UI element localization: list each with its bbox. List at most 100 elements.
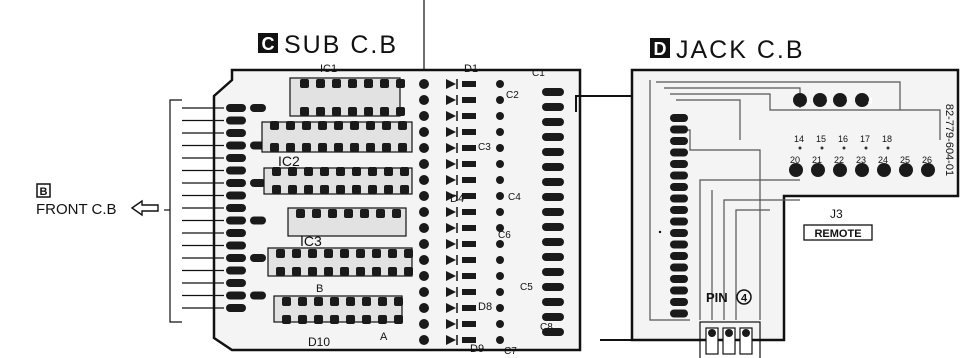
ic-pin	[404, 249, 413, 258]
pad-number-upper: 4	[868, 96, 873, 106]
jack-pad	[670, 240, 688, 249]
pad-number-top: 17	[860, 134, 870, 144]
via-pad	[496, 144, 504, 152]
pad-number-upper: 3	[846, 96, 851, 106]
jack-pad	[670, 286, 688, 295]
ic-pin	[396, 79, 405, 88]
diode-symbol	[446, 191, 456, 201]
jack-pad	[670, 206, 688, 214]
q-label: B	[316, 283, 323, 295]
via-pad	[496, 240, 504, 248]
output-pad	[542, 118, 564, 126]
via-pad	[419, 79, 429, 89]
ic-pin	[334, 121, 343, 130]
via-pad	[419, 239, 429, 249]
resistor-pad	[462, 273, 476, 279]
ic-pin	[376, 209, 385, 218]
ic-pin	[388, 249, 397, 258]
ic-pin	[364, 79, 373, 88]
pad-number-top: 18	[882, 134, 892, 144]
ic-pin	[282, 297, 291, 306]
resistor-pad	[462, 225, 476, 231]
remote-box	[803, 224, 873, 241]
ic-pin	[324, 267, 333, 276]
ic-pin	[282, 315, 291, 324]
output-pad	[542, 133, 564, 141]
output-pad	[542, 223, 564, 231]
diode-symbol	[446, 335, 456, 345]
diode-symbol	[446, 111, 456, 121]
ic-pin	[318, 143, 327, 152]
ic-pin	[332, 107, 341, 116]
output-pad	[542, 193, 564, 201]
via-pad	[496, 256, 504, 264]
via-pad	[496, 160, 504, 168]
diode-column	[419, 79, 504, 345]
ic-pin	[356, 267, 365, 276]
jack-board-pad-grid	[789, 93, 935, 177]
sub-board-title: C SUB C.B	[258, 31, 398, 59]
via-pad	[419, 271, 429, 281]
ic-pin	[380, 107, 389, 116]
pad-number-bottom: 24	[878, 155, 888, 165]
resistor-pad	[462, 177, 476, 183]
pad-number-bottom: 20	[790, 155, 800, 165]
ic-pin	[314, 297, 323, 306]
ic-pin	[332, 79, 341, 88]
jack-pad	[670, 309, 688, 318]
ic-pin	[300, 79, 309, 88]
edge-pad	[226, 254, 246, 262]
via-pad	[419, 111, 429, 121]
ic-pin	[304, 167, 313, 176]
jack-grid-pad	[877, 163, 891, 177]
output-pad	[542, 238, 564, 246]
edge-pad	[226, 216, 246, 225]
d8-label: D8	[478, 301, 492, 313]
edge-pad	[226, 291, 246, 300]
via-pad	[496, 192, 504, 200]
via-pad	[419, 175, 429, 185]
ic-pin	[382, 143, 391, 152]
c8-label: C8	[540, 322, 553, 333]
small-a-label: A	[380, 331, 388, 343]
pad-number-upper: 1	[806, 96, 811, 106]
output-pad	[542, 313, 564, 321]
diode-symbol	[446, 175, 456, 185]
ic-pin	[362, 297, 371, 306]
via-pad	[419, 95, 429, 105]
diode-symbol	[446, 319, 456, 329]
sub-board-name: SUB C.B	[284, 31, 398, 59]
edge-pad	[226, 141, 246, 150]
ic-pin	[360, 209, 369, 218]
jack-board-letter: D	[654, 39, 667, 59]
ic-pin	[350, 121, 359, 130]
diode-symbol	[446, 255, 456, 265]
ic-pin	[366, 121, 375, 130]
resistor-pad	[462, 113, 476, 119]
sub-board-output-pads	[542, 88, 564, 336]
output-pad	[542, 103, 564, 111]
via-pad	[496, 272, 504, 280]
ic-pin	[400, 167, 409, 176]
diode-symbol	[446, 79, 456, 89]
ic-pin	[348, 79, 357, 88]
ic-pin	[346, 297, 355, 306]
ic-pin	[346, 315, 355, 324]
c1-label: C1	[532, 68, 545, 79]
ic-pin	[378, 297, 387, 306]
pad-number-bottom: 21	[812, 155, 822, 165]
ic2-label: IC2	[278, 153, 300, 169]
jack-pad	[670, 263, 688, 272]
via-pad	[419, 303, 429, 313]
front-board-name: FRONT C.B	[36, 201, 117, 218]
resistor-pad	[462, 337, 476, 343]
jack-grid-pad	[899, 163, 913, 177]
via-pad	[496, 224, 504, 232]
ic-pin	[288, 185, 297, 194]
edge-pad	[250, 291, 266, 300]
ic-pin	[288, 167, 297, 176]
ic-pin	[298, 297, 307, 306]
ic-pin	[316, 107, 325, 116]
jack-board-left-pads	[670, 114, 688, 318]
sub-board-letter: C	[262, 34, 275, 54]
